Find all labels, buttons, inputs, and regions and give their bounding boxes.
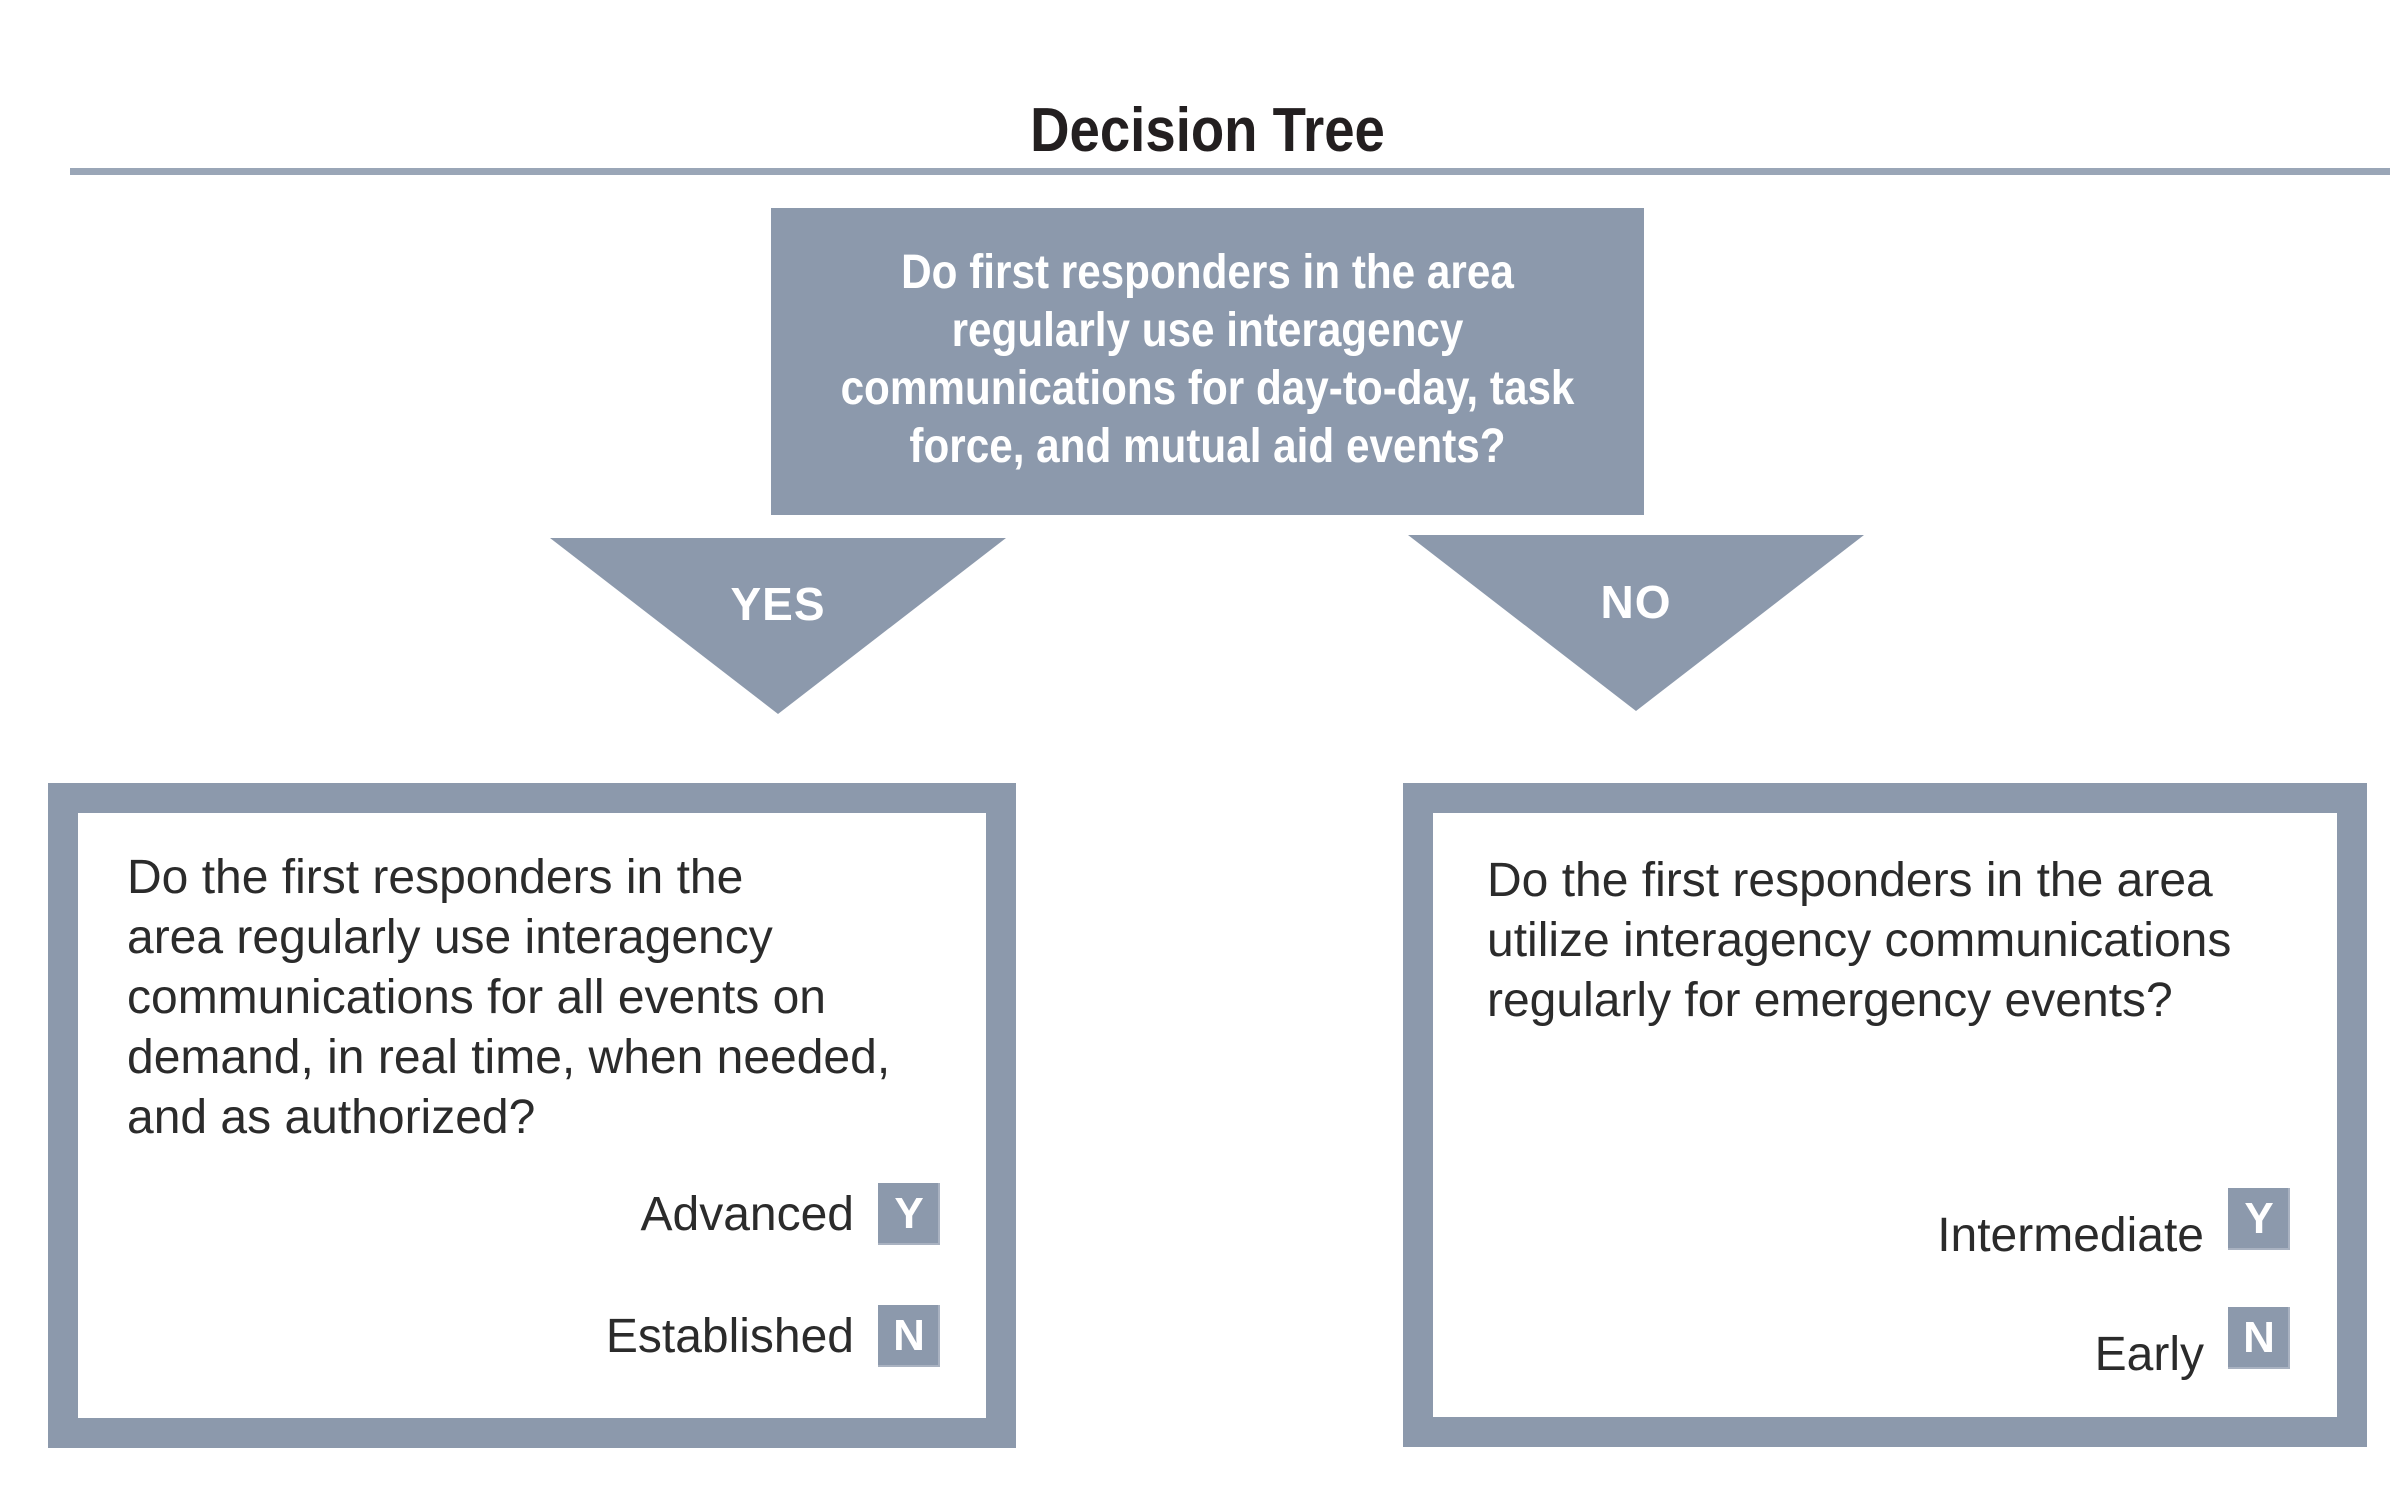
no-arrow-icon (1408, 535, 1864, 711)
outcome-row-established: Established N (606, 1305, 940, 1367)
page-title: Decision Tree (1030, 96, 1385, 165)
question-line: Do the first responders in the (127, 851, 744, 904)
question-line: and as authorized? (127, 1091, 536, 1144)
outcome-label: Intermediate (1937, 1208, 2204, 1262)
outcome-row-advanced: Advanced Y (640, 1183, 940, 1245)
no-branch-panel: Do the first responders in the area util… (1403, 783, 2367, 1447)
yes-arrow-icon (550, 538, 1006, 714)
outcome-label: Established (605, 1309, 854, 1363)
root-question-box: Do first responders in the area regularl… (771, 208, 1644, 515)
question-line: regularly for emergency events? (1487, 974, 2173, 1027)
yes-badge: Y (2228, 1188, 2290, 1250)
outcome-label: Advanced (640, 1187, 855, 1241)
question-line: demand, in real time, when needed, (127, 1031, 891, 1084)
question-line: utilize interagency communications (1487, 914, 2232, 967)
no-badge: N (2228, 1307, 2290, 1369)
no-branch-question: Do the first responders in the area util… (1487, 851, 2231, 1031)
yes-badge: Y (878, 1183, 940, 1245)
outcome-row-early: Early N (2095, 1307, 2290, 1381)
title-divider (70, 168, 2390, 175)
no-arrow-label: NO (1600, 576, 1672, 628)
question-line: Do the first responders in the area (1487, 854, 2213, 907)
question-line: area regularly use interagency (127, 911, 773, 964)
root-question-line: force, and mutual aid events? (909, 420, 1506, 473)
outcome-label: Early (2094, 1327, 2204, 1381)
question-line: communications for all events on (127, 971, 826, 1024)
root-question-line: communications for day-to-day, task (840, 362, 1575, 415)
outcome-row-intermediate: Intermediate Y (1937, 1188, 2290, 1262)
yes-branch-panel: Do the first responders in the area regu… (48, 783, 1016, 1448)
root-question-line: Do first responders in the area (901, 246, 1514, 299)
yes-arrow-label: YES (730, 578, 826, 630)
no-badge: N (878, 1305, 940, 1367)
root-question-line: regularly use interagency (951, 304, 1464, 357)
yes-branch-question: Do the first responders in the area regu… (127, 848, 890, 1148)
